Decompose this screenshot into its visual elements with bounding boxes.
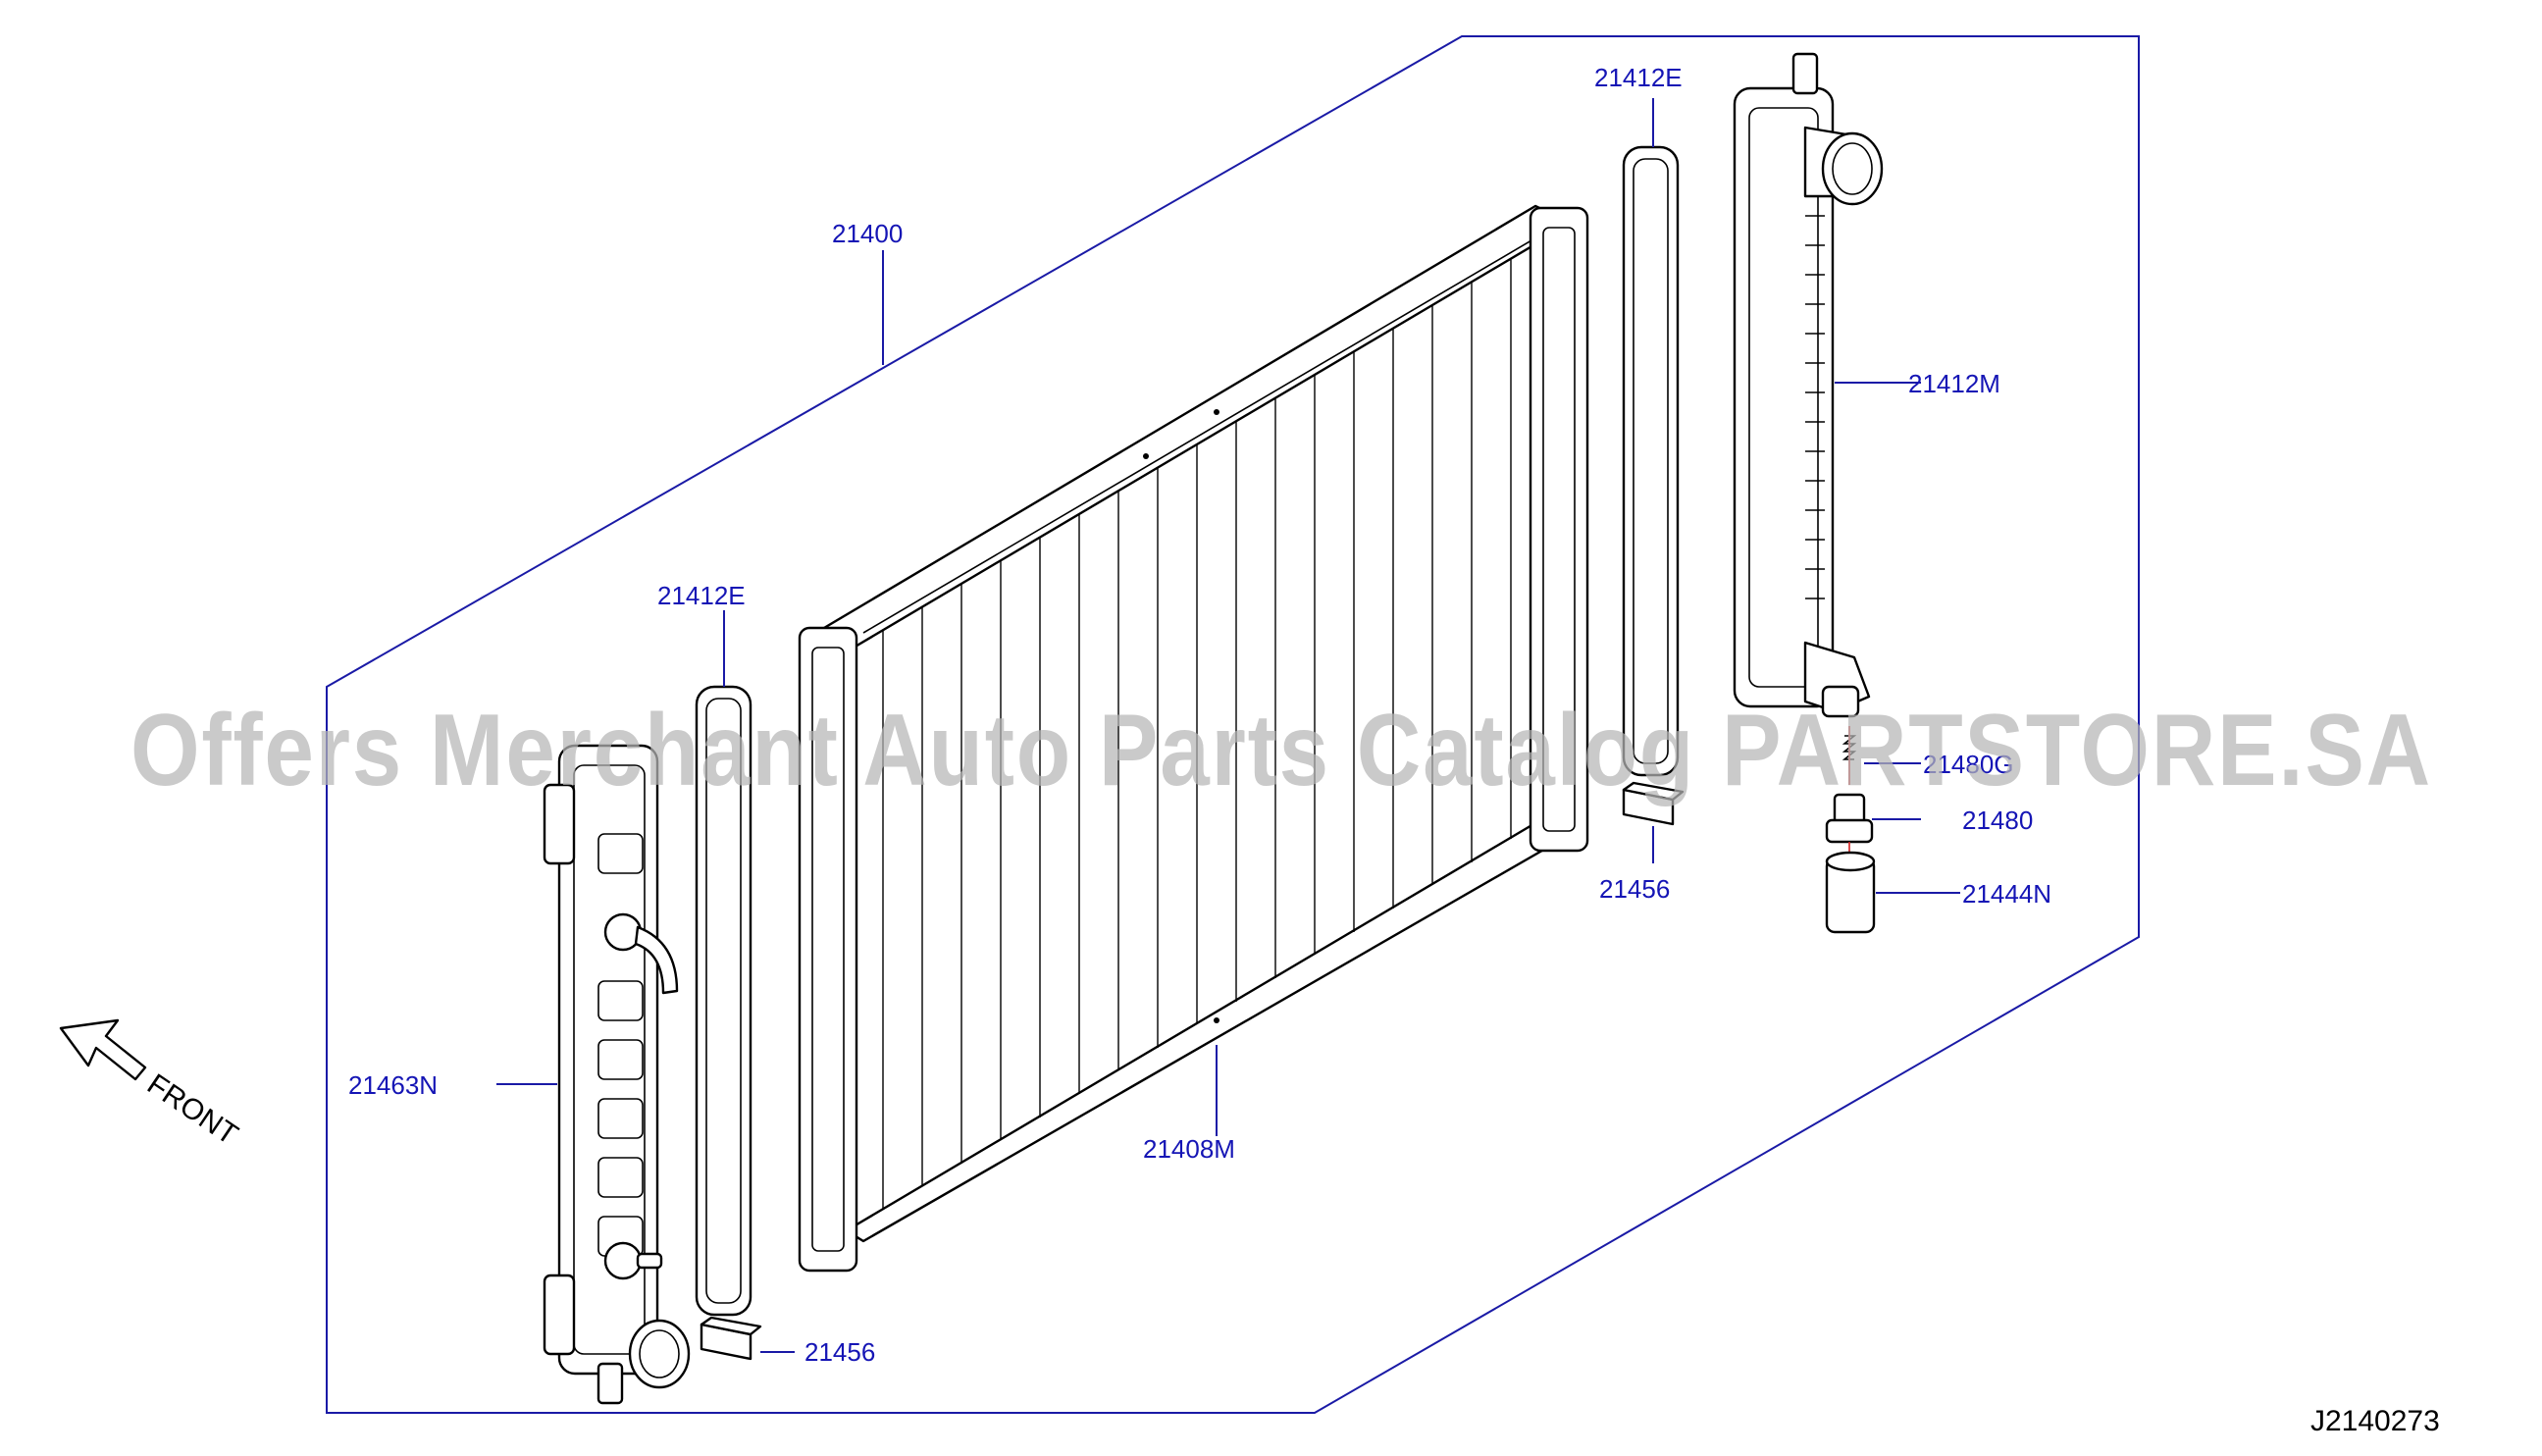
label-drain-seal[interactable]: 21480G: [1923, 750, 2014, 779]
left-tank[interactable]: [543, 744, 691, 1405]
tank-slots: [1805, 215, 1825, 599]
core-fins: [882, 259, 1512, 1210]
leader-lines: [496, 98, 1960, 1353]
assembly-boundary: [326, 35, 2140, 1414]
label-tank-right[interactable]: 21412M: [1908, 369, 2000, 398]
drain-cock[interactable]: [1825, 793, 1874, 863]
label-core[interactable]: 21408M: [1143, 1134, 1235, 1164]
radiator-core[interactable]: [798, 204, 1589, 1273]
label-mount-left[interactable]: 21456: [804, 1337, 875, 1367]
drain-seal[interactable]: [1842, 726, 1857, 785]
label-bushing[interactable]: 21444N: [1962, 879, 2051, 909]
label-seal-left[interactable]: 21412E: [657, 581, 746, 610]
diagram-id: J2140273: [2310, 1405, 2440, 1437]
label-drain-cock[interactable]: 21480: [1962, 806, 2033, 835]
seal-right[interactable]: [1622, 145, 1680, 777]
bushing[interactable]: [1825, 851, 1876, 934]
mount-pad-left[interactable]: [700, 1316, 762, 1361]
mount-pad-right[interactable]: [1622, 781, 1685, 826]
label-tank-left[interactable]: 21463N: [348, 1070, 438, 1100]
front-label: FRONT: [141, 1067, 243, 1151]
label-seal-right[interactable]: 21412E: [1594, 63, 1683, 92]
label-mount-right[interactable]: 21456: [1599, 874, 1670, 904]
watermark: Offers Merchant Auto Parts Catalog PARTS…: [130, 694, 2432, 807]
front-arrow-icon: [59, 1018, 147, 1081]
tank-ribs: [597, 833, 644, 1257]
label-assembly[interactable]: 21400: [832, 219, 903, 248]
right-tank[interactable]: [1733, 52, 1884, 718]
